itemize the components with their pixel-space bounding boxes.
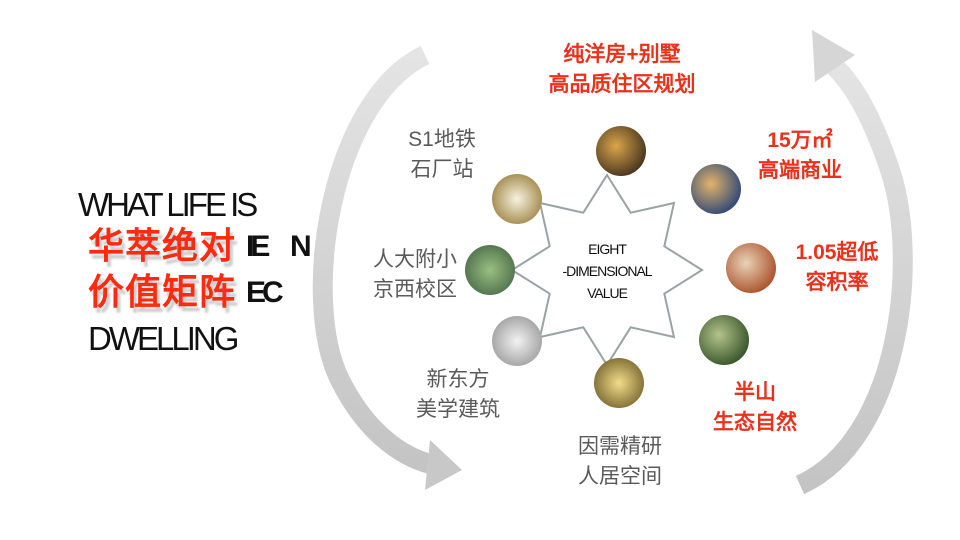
label-line: 1.05超低	[795, 241, 879, 264]
photo-school	[465, 245, 515, 295]
label-line: 容积率	[805, 271, 869, 294]
label-line: 因需精研	[578, 435, 662, 458]
photo-hillside	[699, 315, 749, 365]
label-line: 生态自然	[713, 411, 797, 434]
title-line-dwelling: DWELLING	[88, 320, 239, 357]
cycle-arrow-left	[312, 45, 462, 490]
cycle-arrow-right	[795, 30, 913, 495]
label-line: 纯洋房+别墅	[563, 43, 681, 66]
label-subway: S1地铁 石厂站	[387, 125, 497, 185]
title-cn-line2: 价值矩阵	[88, 271, 237, 312]
label-line: 新东方	[426, 368, 490, 391]
center-line1: EIGHT	[588, 241, 627, 257]
label-low-density: 1.05超低 容积率	[782, 238, 892, 298]
label-school: 人大附小 京西校区	[360, 245, 470, 305]
center-line2: -DIMENSIONAL	[562, 263, 652, 279]
title-fragment-c: EC	[246, 276, 284, 309]
photo-low-density	[726, 243, 776, 293]
photo-commercial	[691, 164, 741, 214]
photo-living-space	[594, 358, 644, 408]
label-line: 石厂站	[410, 158, 474, 181]
title-fragment-a: IE	[246, 230, 270, 263]
photo-residence	[596, 126, 646, 176]
label-residence: 纯洋房+别墅 高品质住区规划	[522, 40, 722, 100]
label-line: 半山	[734, 381, 776, 404]
center-label: EIGHT -DIMENSIONAL VALUE	[547, 238, 667, 304]
label-line: 高品质住区规划	[548, 73, 696, 96]
label-architecture: 新东方 美学建筑	[403, 365, 513, 425]
photo-subway	[492, 174, 542, 224]
label-commercial: 15万㎡ 高端商业	[745, 126, 855, 186]
photo-architecture	[492, 316, 542, 366]
label-hillside: 半山 生态自然	[700, 378, 810, 438]
label-line: 人大附小	[373, 248, 457, 271]
title-cn-line1: 华萃绝对	[88, 225, 237, 266]
label-living-space: 因需精研 人居空间	[565, 432, 675, 492]
center-line3: VALUE	[587, 285, 628, 301]
label-line: 美学建筑	[416, 398, 500, 421]
label-line: 人居空间	[578, 465, 662, 488]
label-line: 京西校区	[373, 278, 457, 301]
title-line-what-life-is: WHAT LIFE IS	[78, 186, 258, 223]
label-line: S1地铁	[408, 128, 476, 151]
label-line: 高端商业	[758, 159, 842, 182]
label-line: 15万㎡	[767, 129, 833, 152]
title-fragment-b: N	[290, 230, 312, 263]
